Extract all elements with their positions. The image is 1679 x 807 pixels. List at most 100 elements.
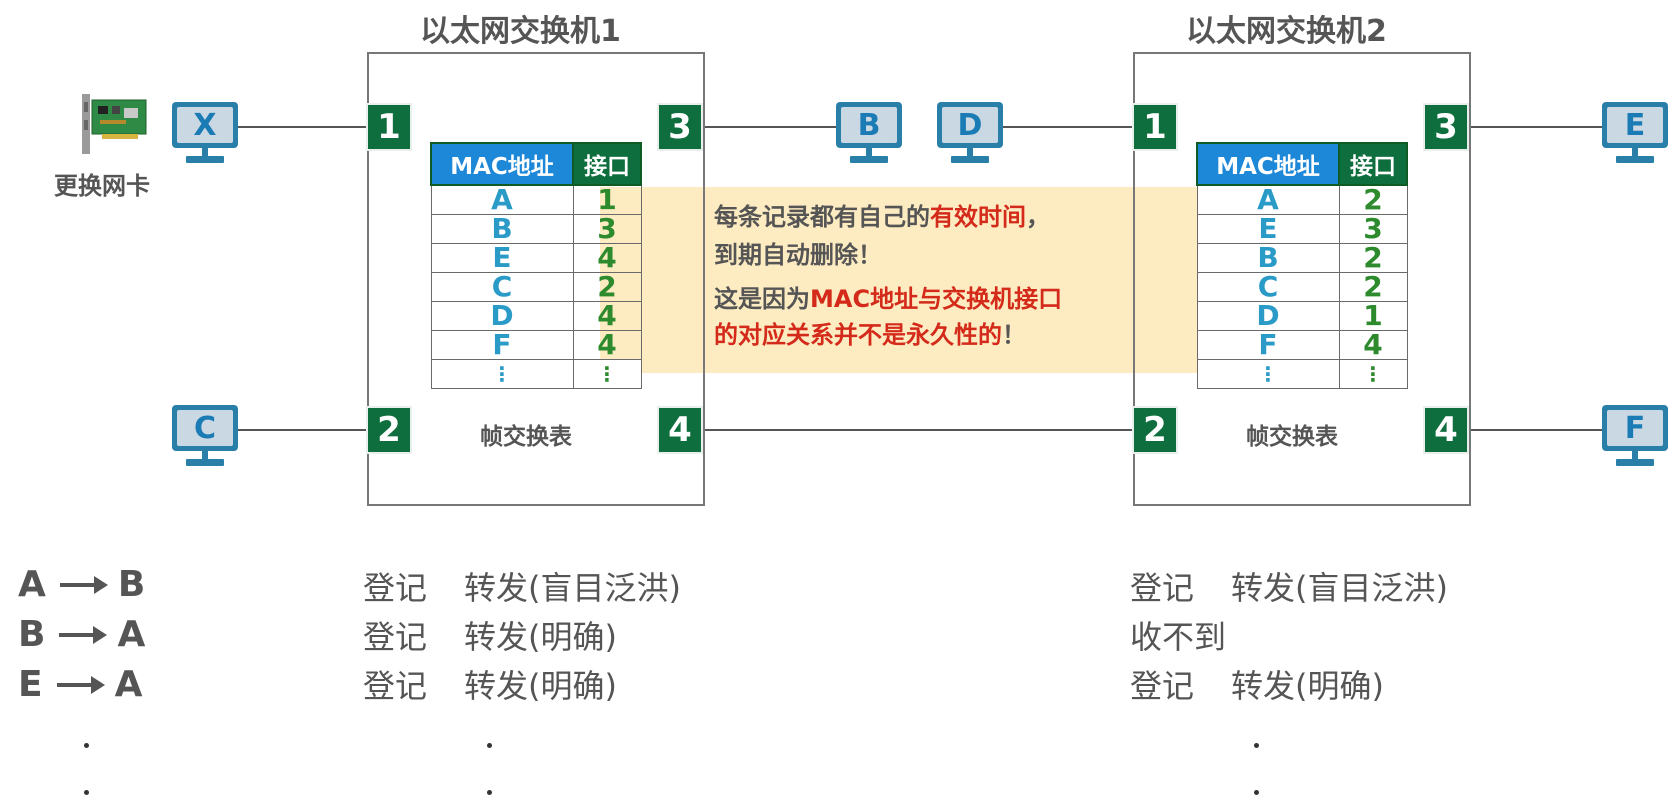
sw2-port-cell: 4 [1338,330,1408,360]
sw2-mac-cell: F [1196,330,1340,360]
host-f-computer-icon: F [1602,405,1668,471]
continuation-dot [1254,790,1259,795]
arrow-right-icon [59,625,108,644]
note-line1-pre: 每条记录都有自己的 [714,203,930,231]
flow-src: E [18,664,43,705]
arrow-right-icon [59,575,108,594]
sw1-flow1-forward: 转发(盲目泛洪) [464,569,681,607]
link-sw2p4-f [1471,429,1605,431]
sw2-flow1-register: 登记 [1130,569,1195,607]
sw1-port-cell: 2 [572,272,642,302]
sw1-port-3: 3 [657,103,703,151]
sw1-port-cell: 3 [572,214,642,244]
link-sw2p3-e [1471,126,1605,128]
host-d-computer-icon: D [937,102,1003,168]
flow-dst: B [117,564,146,605]
sw1-mac-cell: C [430,272,574,302]
sw1-mac-header: MAC地址 [430,142,574,186]
link-sw1p3-b [705,126,837,128]
sw2-mac-cell: C [1196,272,1340,302]
sw1-port-2: 2 [366,406,412,454]
note-line-2: 到期自动删除！ [714,241,882,269]
sw2-table-caption: 帧交换表 [1246,424,1338,450]
sw1-flow3-forward: 转发(明确) [464,667,617,705]
sw2-port-1: 1 [1132,103,1178,151]
flow-row-1: A B [18,564,145,605]
continuation-dot [487,790,492,795]
host-c-computer-icon: C [172,405,238,471]
sw1-flow2-forward: 转发(明确) [464,618,617,656]
sw2-mac-cell: B [1196,243,1340,273]
continuation-dot [84,743,89,748]
highlight-band [600,187,1198,373]
continuation-dot [487,743,492,748]
switch2-title: 以太网交换机2 [1186,14,1387,49]
note-line4-red: 的对应关系并不是永久性的 [714,321,1002,349]
network-card-icon [82,94,147,154]
sw1-port-header: 接口 [572,142,642,186]
note-line3-red: MAC地址与交换机接口 [810,285,1063,313]
sw1-flow1-register: 登记 [363,569,428,607]
sw2-flow2-status: 收不到 [1130,618,1227,656]
sw2-flow1-forward: 转发(盲目泛洪) [1231,569,1448,607]
sw1-port-cell: 1 [572,184,642,215]
link-x-sw1p1 [236,126,368,128]
sw2-mac-cell: A [1196,184,1340,215]
flow-src: B [18,614,46,655]
flow-dst: A [117,614,146,655]
sw2-ellipsis-cell: ⋮ [1196,359,1340,389]
nic-label: 更换网卡 [54,172,150,200]
sw1-mac-cell: D [430,301,574,331]
host-x-computer-icon: X [172,102,238,168]
sw2-port-4: 4 [1423,406,1469,454]
link-sw1p4-sw2p2 [705,429,1133,431]
switch1-title: 以太网交换机1 [420,14,621,49]
sw1-mac-cell: A [430,184,574,215]
host-x-label: X [177,107,233,143]
sw1-mac-cell: F [430,330,574,360]
arrow-right-icon [56,675,105,694]
sw1-mac-cell: B [430,214,574,244]
sw1-table-caption: 帧交换表 [480,424,572,450]
note-line-3: 这是因为MAC地址与交换机接口 [714,282,1062,316]
sw2-flow3-forward: 转发(明确) [1231,667,1384,705]
host-e-label: E [1607,107,1663,143]
note-line1-red: 有效时间 [930,203,1026,231]
sw2-mac-header: MAC地址 [1196,142,1340,186]
sw1-mac-cell: E [430,243,574,273]
host-e-computer-icon: E [1602,102,1668,168]
sw1-flow3-register: 登记 [363,667,428,705]
flow-row-2: B A [18,614,145,655]
note-line4-post: ！ [1002,321,1026,349]
host-b-computer-icon: B [836,102,902,168]
sw1-port-cell: 4 [572,330,642,360]
sw2-port-cell: 2 [1338,272,1408,302]
table-row: ⋮⋮ [1196,359,1408,389]
note-line1-post: ， [1026,203,1050,231]
flow-dst: A [114,664,143,705]
sw1-ellipsis-cell: ⋮ [572,359,642,389]
sw2-port-header: 接口 [1338,142,1408,186]
sw2-port-2: 2 [1132,406,1178,454]
switch2-box [1133,52,1471,506]
flow-row-3: E A [18,664,142,705]
sw2-port-3: 3 [1423,103,1469,151]
sw2-flow3-register: 登记 [1130,667,1195,705]
sw2-mac-cell: E [1196,214,1340,244]
note-line-4: 的对应关系并不是永久性的！ [714,318,1026,352]
note-line-1: 每条记录都有自己的有效时间， [714,200,1050,234]
sw1-port-cell: 4 [572,243,642,273]
